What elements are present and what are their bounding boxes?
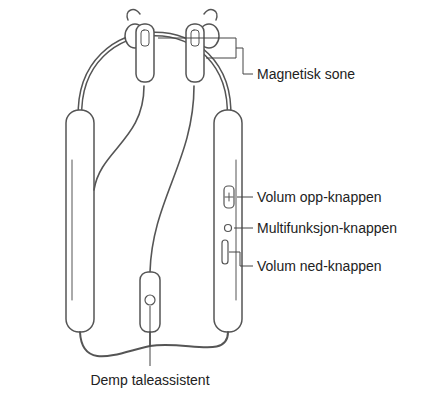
- part-label: Demp taleassistent: [90, 372, 209, 388]
- volume-up-button: [224, 186, 234, 208]
- plus-sign: [225, 193, 233, 201]
- left-cable: [94, 86, 144, 190]
- right-arm: [214, 110, 242, 332]
- mute-leader: [150, 306, 151, 366]
- volume-down-leader: [229, 252, 253, 266]
- volume-down-button: [222, 240, 228, 264]
- mute-button: [145, 295, 155, 305]
- magnetic-zone-leader: [158, 38, 253, 74]
- right-cable: [150, 86, 194, 272]
- volume-up-leader: [237, 197, 253, 198]
- right-earbud: [186, 10, 219, 82]
- left-arm: [66, 110, 94, 332]
- left-earbud: [125, 10, 154, 82]
- left-arm-detail: [72, 160, 73, 300]
- part-label: Volum ned-knappen: [257, 258, 382, 274]
- right-arm-detail: [236, 160, 237, 300]
- multifunction-leader: [234, 228, 253, 229]
- lower-cable: [80, 332, 228, 356]
- part-label: Volum opp-knappen: [257, 189, 382, 205]
- part-label: Multifunksjon-knappen: [257, 220, 397, 236]
- part-label: Magnetisk sone: [257, 66, 355, 82]
- multifunction-button: [225, 225, 232, 232]
